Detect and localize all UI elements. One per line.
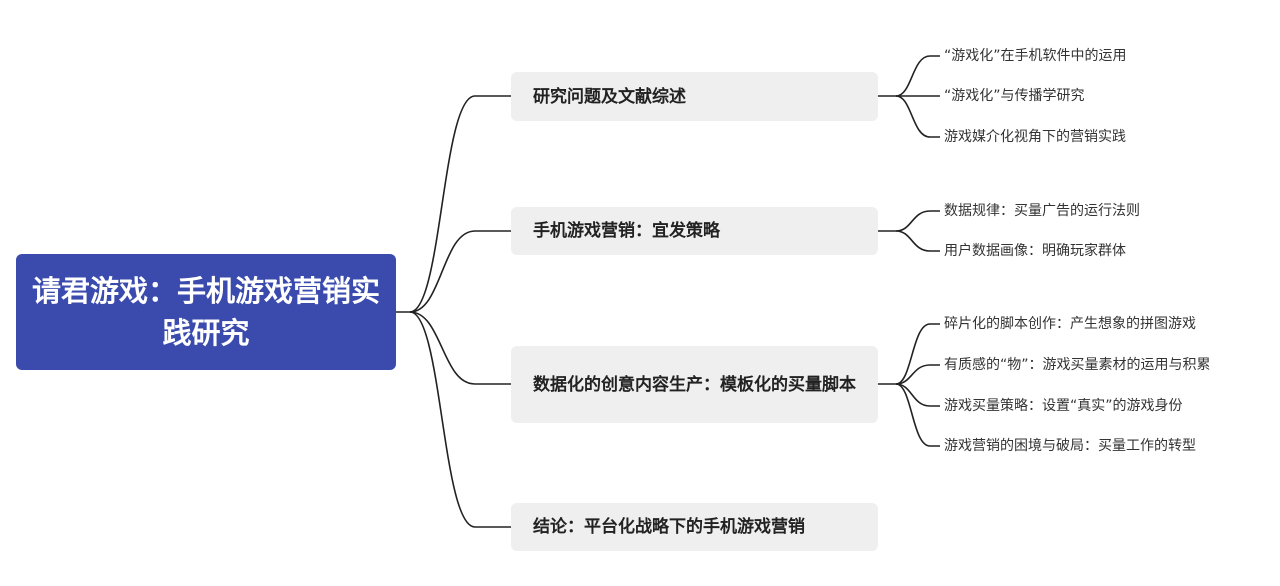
branch-topic-marketing-strategy[interactable]: 手机游戏营销：宜发策略 (511, 207, 878, 255)
subtopic-data-patterns[interactable]: 数据规律：买量广告的运行法则 (944, 203, 1140, 219)
subtopic-marketing-dilemma[interactable]: 游戏营销的困境与破局：买量工作的转型 (944, 438, 1196, 454)
connector-root-branch-2 (409, 230, 511, 313)
connector-branch-3-leaf-3 (895, 383, 940, 407)
branch-topic-conclusion[interactable]: 结论：平台化战略下的手机游戏营销 (511, 503, 878, 551)
connector-branch-3-leaf-2 (895, 364, 940, 385)
branch-topic-literature-review[interactable]: 研究问题及文献综述 (511, 72, 878, 121)
connector-branch-2-leaf-2 (895, 230, 940, 252)
branch-topic-label: 研究问题及文献综述 (533, 86, 686, 107)
connector-branch-3-leaf-4 (895, 383, 940, 447)
branch-topic-content-production[interactable]: 数据化的创意内容生产：模板化的买量脚本 (511, 346, 878, 423)
connector-branch-1-leaf-1 (878, 55, 940, 97)
branch-topic-label: 结论：平台化战略下的手机游戏营销 (533, 517, 805, 537)
branch-topic-label: 数据化的创意内容生产：模板化的买量脚本 (533, 374, 856, 395)
subtopic-fragmented-scripts[interactable]: 碎片化的脚本创作：产生想象的拼图游戏 (944, 316, 1196, 332)
connector-root-branch-1 (396, 95, 511, 313)
root-topic-label: 请君游戏：手机游戏营销实践研究 (32, 274, 381, 350)
connector-branch-1-leaf-3 (895, 95, 940, 138)
connector-root-branch-4 (409, 311, 511, 528)
connector-branch-2-leaf-1 (878, 210, 940, 232)
subtopic-gamification-in-apps[interactable]: “游戏化”在手机软件中的运用 (944, 48, 1127, 64)
subtopic-buying-strategy[interactable]: 游戏买量策略：设置“真实”的游戏身份 (944, 398, 1183, 414)
subtopic-material-assets[interactable]: 有质感的“物”：游戏买量素材的运用与积累 (944, 357, 1211, 373)
connector-root-branch-3 (409, 311, 511, 385)
branch-topic-label: 手机游戏营销：宜发策略 (533, 221, 720, 241)
root-topic[interactable]: 请君游戏：手机游戏营销实践研究 (16, 254, 396, 370)
subtopic-user-profiling[interactable]: 用户数据画像：明确玩家群体 (944, 243, 1126, 259)
subtopic-gamification-communication[interactable]: “游戏化”与传播学研究 (944, 88, 1085, 104)
connector-branch-3-leaf-1 (878, 323, 940, 385)
subtopic-game-mediatization-marketing[interactable]: 游戏媒介化视角下的营销实践 (944, 129, 1126, 145)
